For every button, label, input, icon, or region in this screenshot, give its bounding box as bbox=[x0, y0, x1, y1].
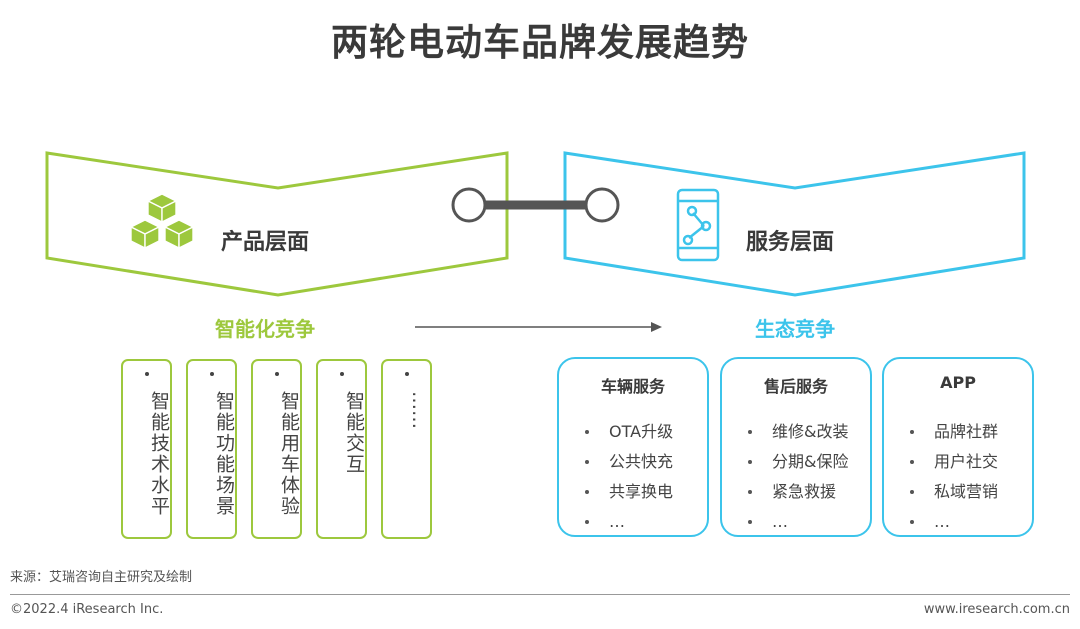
product-item-text: …… bbox=[408, 391, 430, 429]
bullet-dot bbox=[274, 372, 279, 376]
service-box-title: APP bbox=[940, 373, 976, 392]
connector-right-ring bbox=[584, 187, 620, 223]
bullet-dot bbox=[404, 372, 409, 376]
bullet-dot bbox=[144, 372, 149, 376]
cubes-icon bbox=[130, 193, 194, 249]
list-item-text: 品牌社群 bbox=[934, 422, 999, 441]
page-title: 两轮电动车品牌发展趋势 bbox=[331, 21, 749, 64]
list-item-text: 紧急救援 bbox=[772, 482, 837, 501]
list-item-text: 共享换电 bbox=[609, 482, 674, 501]
list-item: 分期&保险 bbox=[740, 447, 848, 477]
product-item: 智能技术水平 bbox=[121, 359, 172, 539]
list-item-text: 维修&改装 bbox=[772, 422, 849, 441]
list-item: 紧急救援 bbox=[740, 477, 848, 507]
list-item-text: 私域营销 bbox=[934, 482, 999, 501]
list-item: 私域营销 bbox=[902, 477, 998, 507]
product-competition-title: 智能化竞争 bbox=[215, 317, 315, 341]
service-box-title: 车辆服务 bbox=[600, 377, 665, 396]
list-item: 品牌社群 bbox=[902, 417, 998, 447]
list-item-text: … bbox=[609, 512, 625, 531]
list-item: 公共快充 bbox=[577, 447, 673, 477]
bullet-dot bbox=[209, 372, 214, 376]
list-item: 用户社交 bbox=[902, 447, 998, 477]
footer-divider bbox=[10, 594, 1070, 595]
copyright: ©2022.4 iResearch Inc. bbox=[10, 602, 164, 617]
list-item-text: … bbox=[934, 512, 950, 531]
product-item: 智能交互 bbox=[316, 359, 367, 539]
list-item: … bbox=[577, 507, 673, 537]
list-item-text: 公共快充 bbox=[609, 452, 674, 471]
list-item: 维修&改装 bbox=[740, 417, 848, 447]
service-box-app: APP 品牌社群 用户社交 私域营销 … bbox=[882, 357, 1034, 537]
product-layer-chevron bbox=[45, 151, 509, 297]
list-item-text: OTA升级 bbox=[609, 422, 674, 441]
service-layer-label: 服务层面 bbox=[746, 230, 835, 255]
list-item-text: … bbox=[772, 512, 788, 531]
bullet-dot bbox=[339, 372, 344, 376]
flow-arrow-head bbox=[651, 322, 662, 332]
list-item: … bbox=[902, 507, 998, 537]
list-item: OTA升级 bbox=[577, 417, 673, 447]
connector-left-ring bbox=[451, 187, 487, 223]
product-layer-label: 产品层面 bbox=[221, 230, 310, 255]
product-item-text: 智能交互 bbox=[343, 391, 365, 475]
list-item: … bbox=[740, 507, 848, 537]
website-link[interactable]: www.iresearch.com.cn bbox=[923, 602, 1070, 617]
product-item: 智能功能场景 bbox=[186, 359, 237, 539]
product-item: 智能用车体验 bbox=[251, 359, 302, 539]
list-item: 共享换电 bbox=[577, 477, 673, 507]
service-box-aftersales: 售后服务 维修&改装 分期&保险 紧急救援 … bbox=[720, 357, 872, 537]
list-item-text: 分期&保险 bbox=[772, 452, 849, 471]
service-competition-title: 生态竞争 bbox=[755, 317, 835, 341]
phone-network-icon bbox=[676, 188, 720, 262]
list-item-text: 用户社交 bbox=[934, 452, 999, 471]
source-note: 来源：艾瑞咨询自主研究及绘制 bbox=[10, 570, 193, 585]
product-item-text: 智能技术水平 bbox=[148, 391, 170, 517]
service-box-title: 售后服务 bbox=[763, 377, 828, 396]
service-box-vehicle: 车辆服务 OTA升级 公共快充 共享换电 … bbox=[557, 357, 709, 537]
product-item-text: 智能功能场景 bbox=[213, 391, 235, 517]
product-item-text: 智能用车体验 bbox=[278, 391, 300, 517]
product-item: …… bbox=[381, 359, 432, 539]
